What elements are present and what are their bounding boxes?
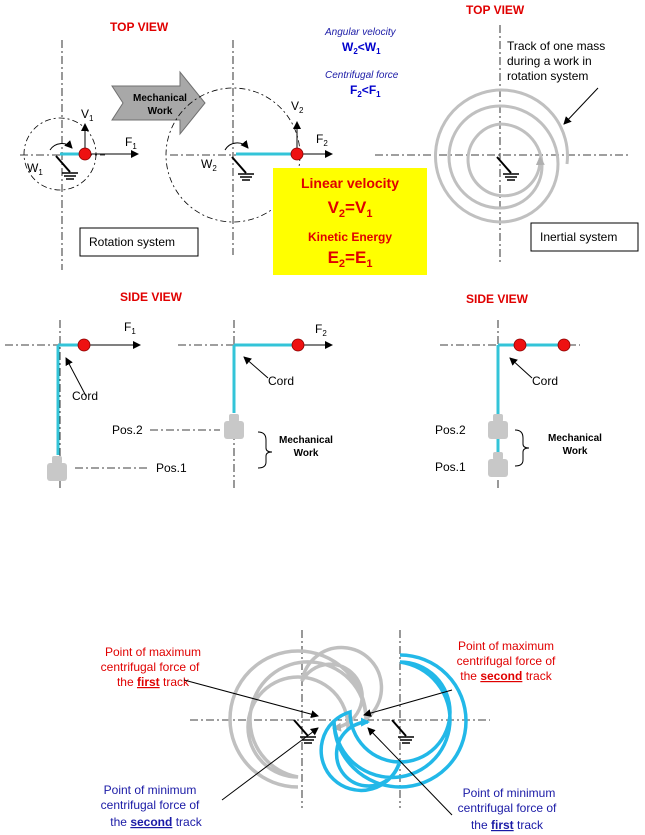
rotation-system-label: Rotation system [89, 235, 175, 249]
spiral-track-second [319, 653, 468, 793]
angular-velocity-label: Angular velocity [324, 27, 397, 38]
double-spiral-diagram [190, 630, 490, 808]
linear-velocity-relation: V2=V1 [328, 198, 373, 220]
inertial-system-label: Inertial system [540, 230, 617, 244]
side-view-title-right: SIDE VIEW [466, 292, 529, 306]
mass-dot [290, 147, 304, 161]
spiral-track-first [228, 645, 384, 789]
top-view-inertial [375, 25, 630, 262]
min-second-line3: the second track [110, 815, 202, 829]
svg-text:F2: F2 [315, 322, 327, 338]
cord-label-2: Cord [268, 374, 294, 388]
max-second-arrow [363, 689, 453, 717]
mech-work-right-line1: Mechanical [548, 433, 602, 444]
min-first-line3: the first track [471, 818, 544, 832]
svg-text:W1: W1 [27, 161, 43, 177]
weight-icon [488, 452, 508, 477]
min-first-line1: Point of minimum [463, 786, 556, 800]
energy-box [273, 168, 427, 275]
w1-sub: 1 [38, 168, 43, 177]
max-first-arrow [183, 679, 319, 719]
max-second-line2: centrifugal force of [457, 654, 556, 668]
mechanical-work-arrow: Mechanical Work [111, 70, 206, 136]
top-view-title-left: TOP VIEW [110, 20, 169, 34]
w2-label: W [201, 157, 213, 171]
top-view-position-2: V2 F2 W2 [165, 40, 333, 255]
side-view-position-2: F2 Cord Pos.2 Pos.1 Mechanical Work [75, 320, 333, 490]
v1-label: V [81, 107, 89, 121]
mech-work-right-line2: Work [563, 446, 588, 457]
svg-text:F2: F2 [316, 132, 328, 148]
mechanical-work-arrow-line2: Work [148, 106, 173, 117]
v2-sub: 2 [299, 106, 304, 115]
pos1-label-left: Pos.1 [156, 461, 187, 475]
inertial-system-box [530, 222, 639, 252]
kinetic-energy-label: Kinetic Energy [308, 230, 392, 244]
track-note-line1: Track of one mass [507, 39, 605, 53]
weight-icon [47, 456, 67, 481]
svg-text:F1: F1 [125, 135, 137, 151]
kinetic-energy-relation: E2=E1 [328, 248, 373, 270]
svg-text:V1: V1 [81, 107, 94, 123]
v1-sub: 1 [89, 114, 94, 123]
track-note-arrow [563, 87, 599, 125]
cord-label-3: Cord [532, 374, 558, 388]
f1-label: F [125, 135, 132, 149]
top-view-title-right: TOP VIEW [466, 3, 525, 17]
pos1-label-right: Pos.1 [435, 460, 466, 474]
weight-icon [488, 414, 508, 439]
f1-side-sub: 1 [131, 327, 136, 336]
f1-sub: 1 [132, 142, 137, 151]
f2-side-label: F [315, 322, 322, 336]
cord-label-1: Cord [72, 389, 98, 403]
centrifugal-force-relation: F2<F1 [350, 83, 381, 99]
min-second-line1: Point of minimum [104, 783, 197, 797]
min-second-arrow [221, 727, 319, 801]
side-view-position-1: F1 Cord [5, 320, 141, 490]
mass-dot [557, 338, 571, 352]
min-second-line2: centrifugal force of [101, 798, 200, 812]
min-first-arrow [367, 727, 453, 816]
linear-velocity-label: Linear velocity [301, 175, 399, 191]
weight-icon [224, 414, 244, 439]
track-note-line2: during a work in [507, 54, 592, 68]
rotation-system-box [79, 227, 199, 257]
mass-dot [78, 147, 92, 161]
svg-text:W2: W2 [201, 157, 217, 173]
w2-sub: 2 [212, 164, 217, 173]
max-first-line3: the first track [117, 675, 190, 689]
angular-velocity-relation: W2<W1 [342, 40, 381, 56]
max-first-line2: centrifugal force of [101, 660, 200, 674]
mass-dot [513, 338, 527, 352]
svg-text:F1: F1 [124, 320, 136, 336]
max-second-line1: Point of maximum [458, 639, 554, 653]
max-second-line3: the second track [460, 669, 552, 683]
pivot-icon [55, 155, 79, 180]
f2-label: F [316, 132, 323, 146]
pos2-label-right: Pos.2 [435, 423, 466, 437]
pivot-icon [231, 156, 255, 181]
mechanical-work-arrow-line1: Mechanical [133, 93, 187, 104]
pivot-icon [391, 719, 415, 744]
f1-side-label: F [124, 320, 131, 334]
svg-text:V2: V2 [291, 99, 304, 115]
mech-work-left-line1: Mechanical [279, 435, 333, 446]
track-note-line3: rotation system [507, 69, 588, 83]
side-view-inertial: Cord Pos.2 Pos.1 Mechanical Work [435, 320, 602, 490]
max-first-line1: Point of maximum [105, 645, 201, 659]
mech-work-left-line2: Work [294, 448, 319, 459]
v2-label: V [291, 99, 299, 113]
f2-sub: 2 [323, 139, 328, 148]
side-view-title-left: SIDE VIEW [120, 290, 183, 304]
w1-label: W [27, 161, 39, 175]
top-view-position-1: V1 F1 W1 [20, 40, 139, 270]
centrifugal-force-label: Centrifugal force [325, 70, 399, 81]
pos2-label-left: Pos.2 [112, 423, 143, 437]
f2-side-sub: 2 [322, 329, 327, 338]
mass-dot [77, 338, 91, 352]
spiral-track [433, 88, 569, 224]
min-first-line2: centrifugal force of [458, 801, 557, 815]
mass-dot [291, 338, 305, 352]
